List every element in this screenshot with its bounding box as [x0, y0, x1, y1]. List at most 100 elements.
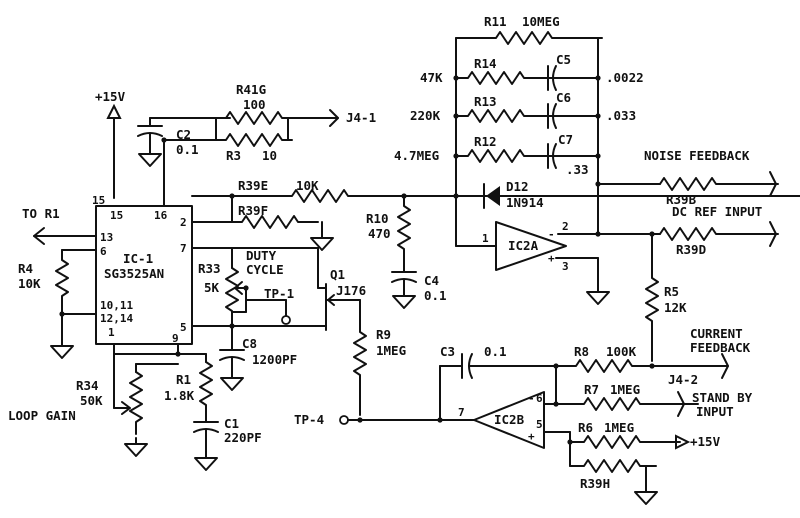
c1-ref: C1	[224, 416, 239, 431]
current-feedback-input: CURRENT FEEDBACK	[651, 326, 751, 379]
supply-label: +15V	[95, 89, 126, 104]
c6-value: .033	[606, 108, 636, 123]
c2-value: 0.1	[176, 142, 199, 157]
c5-value: .0022	[606, 70, 644, 85]
ic2a-pin2: 2	[562, 220, 569, 233]
r11-value: 10MEG	[522, 14, 560, 29]
r4-ref: R4	[18, 261, 33, 276]
r13-ref: R13	[474, 94, 497, 109]
to-r1-label: TO R1	[22, 206, 60, 221]
ic2b-pin7: 7	[458, 406, 465, 419]
r3-ref: R3	[226, 148, 241, 163]
ic1-pin1: 1	[108, 326, 115, 339]
ic2b-plus: +	[528, 430, 535, 443]
ic2a-name: IC2A	[508, 238, 539, 253]
r39e-resistor: R39E 10K	[191, 178, 800, 203]
duty-line2: CYCLE	[246, 262, 284, 277]
r6-ref: R6	[578, 420, 593, 435]
c8-value: 1200PF	[252, 352, 297, 367]
r6-value: 1MEG	[604, 420, 634, 435]
ic1-pin15: 15	[110, 209, 123, 222]
tp1-label: TP-1	[264, 286, 294, 301]
c7-value: .33	[566, 162, 589, 177]
ic1-pin15-outer: 15	[92, 194, 105, 207]
ic2a-opamp: IC2A 1 2 3 - +	[455, 220, 610, 305]
duty-line1: DUTY	[246, 248, 277, 263]
ic1-pin2: 2	[180, 216, 187, 229]
d12-diode: D12 1N914	[483, 179, 544, 210]
dc-ref-input: DC REF INPUT R39D	[597, 204, 779, 257]
r5-ref: R5	[664, 284, 679, 299]
r13-value: 220K	[410, 108, 441, 123]
plus15v-bottom-label: +15V	[690, 434, 721, 449]
r39d-ref: R39D	[676, 242, 706, 257]
ic2b-name: IC2B	[494, 412, 525, 427]
r1-ref: R1	[176, 372, 191, 387]
standby-line1: STAND BY	[692, 390, 753, 405]
c3-value: 0.1	[484, 344, 507, 359]
ic2b-pin5: 5	[536, 418, 543, 431]
r7-ref: R7	[584, 382, 599, 397]
r39f-ref: R39F	[238, 203, 268, 218]
ic1-pin7: 7	[180, 242, 187, 255]
r5-resistor: R5 12K	[645, 233, 687, 369]
c3-ref: C3	[440, 344, 455, 359]
r6-r39h-bias: R6 1MEG +15V R39H	[567, 420, 721, 505]
r41g-r3-network: R41G 100 R3 10 J4-1	[149, 82, 376, 207]
r12-ref: R12	[474, 134, 497, 149]
ic2b-pin6: 6	[536, 392, 543, 405]
c5-ref: C5	[556, 52, 571, 67]
ic1-name: IC-1	[123, 251, 153, 266]
c2-ref: C2	[176, 127, 191, 142]
r1-c1-timing: R1 1.8K C1 220PF	[164, 353, 262, 471]
standby-line2: INPUT	[696, 404, 734, 419]
tp4-label: TP-4	[294, 412, 324, 427]
c7-ref: C7	[558, 132, 573, 147]
current-feedback-line2: FEEDBACK	[690, 340, 751, 355]
r33-value: 5K	[204, 280, 220, 295]
noise-feedback-input: NOISE FEEDBACK R39B	[597, 148, 779, 207]
c1-value: 220PF	[224, 430, 262, 445]
r8-value: 100K	[606, 344, 637, 359]
r7-standby-input: R7 1MEG J4-2 STAND BY INPUT	[555, 372, 753, 419]
ic1-pin9: 9	[172, 332, 179, 345]
ic1-pin13: 13	[100, 231, 113, 244]
r7-value: 1MEG	[610, 382, 640, 397]
c4-ref: C4	[424, 273, 439, 288]
r33-ref: R33	[198, 261, 221, 276]
c6-ref: C6	[556, 90, 571, 105]
ic2a-pin3: 3	[562, 260, 569, 273]
supply-plus15v-top: +15V	[95, 89, 126, 199]
current-feedback-line1: CURRENT	[690, 326, 743, 341]
r14-value: 47K	[420, 70, 443, 85]
d12-ref: D12	[506, 179, 529, 194]
noise-feedback-label: NOISE FEEDBACK	[644, 148, 750, 163]
ic1-chip: IC-1 SG3525AN 15 15 16 2 7 13 6 10,11 12…	[92, 194, 193, 345]
r14-ref: R14	[474, 56, 497, 71]
r39f-resistor: R39F	[191, 195, 334, 251]
q1-transistor: Q1 J176	[315, 247, 366, 331]
r9-ref: R9	[376, 327, 391, 342]
r3-value: 10	[262, 148, 277, 163]
r10-value: 470	[368, 226, 391, 241]
r11-ref: R11	[484, 14, 507, 29]
d12-part: 1N914	[506, 195, 544, 210]
c8-ref: C8	[242, 336, 257, 351]
r1-value: 1.8K	[164, 388, 195, 403]
r4-resistor: R4 10K	[18, 249, 97, 359]
c8-capacitor: C8 1200PF	[219, 325, 297, 391]
ic1-pin16: 16	[154, 209, 168, 222]
to-r1-output: TO R1	[22, 206, 97, 245]
j4-1-label: J4-1	[346, 110, 376, 125]
r34-loop-gain-pot: R34 50K LOOP GAIN	[8, 343, 181, 457]
r4-value: 10K	[18, 276, 41, 291]
r39b-ref: R39B	[666, 192, 697, 207]
c3-r8-feedback: C3 0.1 R8 100K	[439, 344, 663, 421]
r33-duty-cycle-pot: DUTY CYCLE R33 5K TP-1	[191, 247, 319, 334]
ic2b-minus: -	[528, 392, 535, 405]
ic1-pin12-14: 12,14	[100, 312, 133, 325]
r10-ref: R10	[366, 211, 389, 226]
c2-capacitor: C2 0.1	[137, 117, 199, 167]
r8-ref: R8	[574, 344, 589, 359]
tp4-node: TP-4	[294, 412, 475, 427]
